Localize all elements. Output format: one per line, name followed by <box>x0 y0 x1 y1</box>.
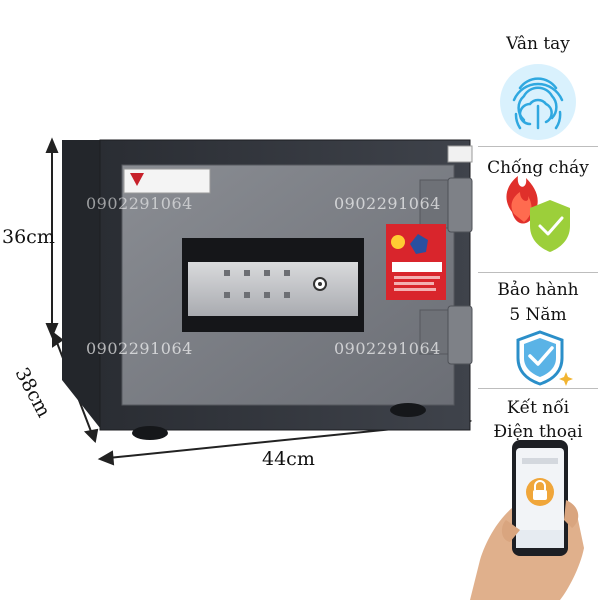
width-label: 44cm <box>262 448 315 470</box>
watermark-phone: 0902291064 <box>334 194 441 213</box>
safe <box>62 139 473 440</box>
feature-label-connect: Kết nối <box>506 398 570 418</box>
phone-lock-icon <box>470 440 584 600</box>
qr-sticker <box>447 145 473 163</box>
feature-label-phone: Điện thoại <box>493 422 583 442</box>
height-dimension <box>45 137 59 339</box>
keypad-buttons <box>224 270 290 298</box>
height-label: 36cm <box>2 226 55 248</box>
fire-shield-icon <box>506 176 570 252</box>
watermark-phone: 0902291064 <box>86 339 193 358</box>
feature-column: Vân tay Chống cháy Bảo hành 5 Năm Kết nố… <box>478 20 598 600</box>
divider <box>478 146 598 147</box>
divider <box>478 272 598 273</box>
feature-label-warranty-years: 5 Năm <box>509 305 567 325</box>
fingerprint-icon <box>500 64 576 140</box>
keypad-panel <box>188 262 358 316</box>
watermark-phone: 0902291064 <box>86 194 193 213</box>
divider <box>478 388 598 389</box>
feature-label-fingerprint: Vân tay <box>506 34 570 54</box>
watermark-phone: 0902291064 <box>334 339 441 358</box>
feature-label-warranty: Bảo hành <box>497 280 579 300</box>
feature-label-fireproof: Chống cháy <box>487 158 589 178</box>
warranty-shield-icon <box>516 330 573 386</box>
